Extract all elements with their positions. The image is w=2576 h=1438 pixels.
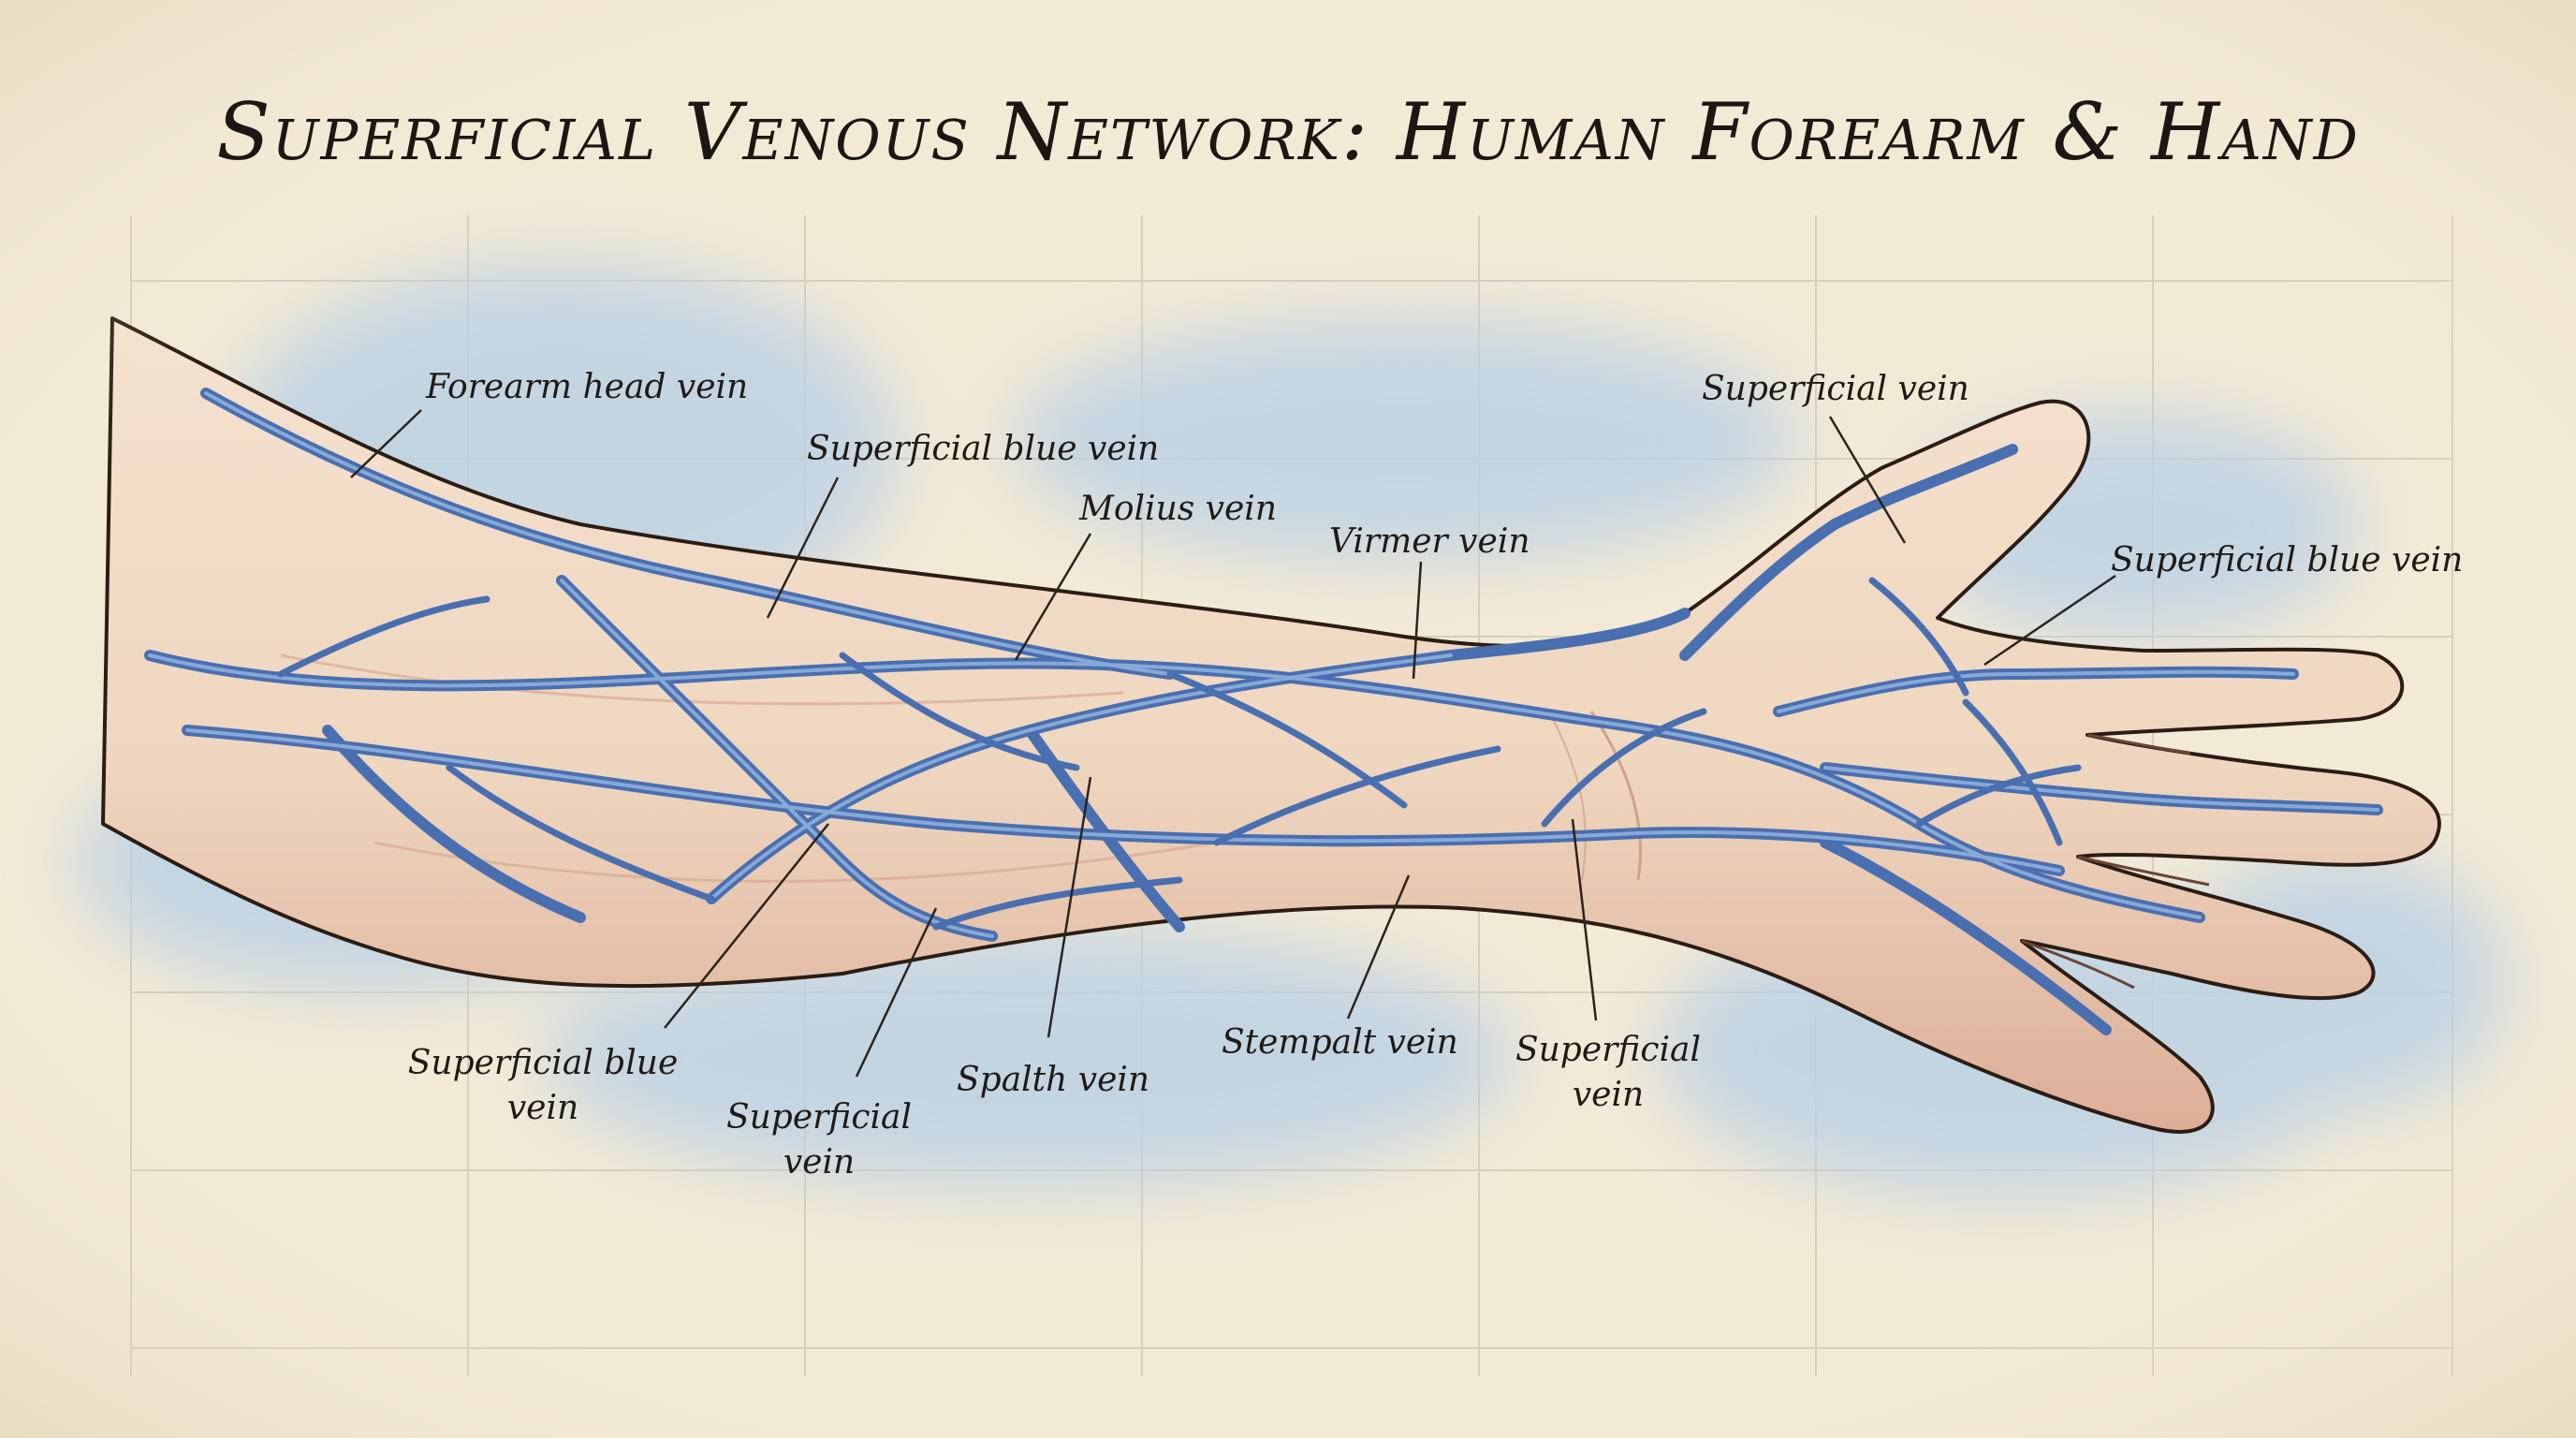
label-superficial-vein-bottom: Superficial vein	[725, 1095, 913, 1185]
label-line: vein	[783, 1143, 856, 1181]
label-virmer-vein: Virmer vein	[1329, 522, 1530, 561]
label-line: vein	[506, 1089, 579, 1127]
label-line: Superficial	[1515, 1031, 1702, 1069]
label-line: Superficial blue	[407, 1044, 679, 1082]
label-superficial-vein-thumb: Superficial vein	[1702, 370, 1969, 408]
label-line: Superficial	[725, 1098, 913, 1137]
label-superficial-blue-vein-top: Superficial blue vein	[807, 430, 1160, 468]
label-line: vein	[1572, 1076, 1645, 1114]
label-molius-vein: Molius vein	[1079, 490, 1278, 528]
label-forearm-head-vein: Forearm head vein	[426, 368, 749, 406]
label-spalth-vein: Spalth vein	[957, 1061, 1150, 1099]
label-superficial-blue-vein-bottom: Superficial blue vein	[402, 1041, 683, 1131]
label-superficial-vein-wrist: Superficial vein	[1515, 1028, 1702, 1118]
label-stempalt-vein: Stempalt vein	[1222, 1023, 1458, 1062]
label-superficial-blue-vein-hand: Superficial blue vein	[2111, 541, 2464, 580]
diagram-title: Superficial Venous Network: Human Forear…	[216, 86, 2360, 178]
